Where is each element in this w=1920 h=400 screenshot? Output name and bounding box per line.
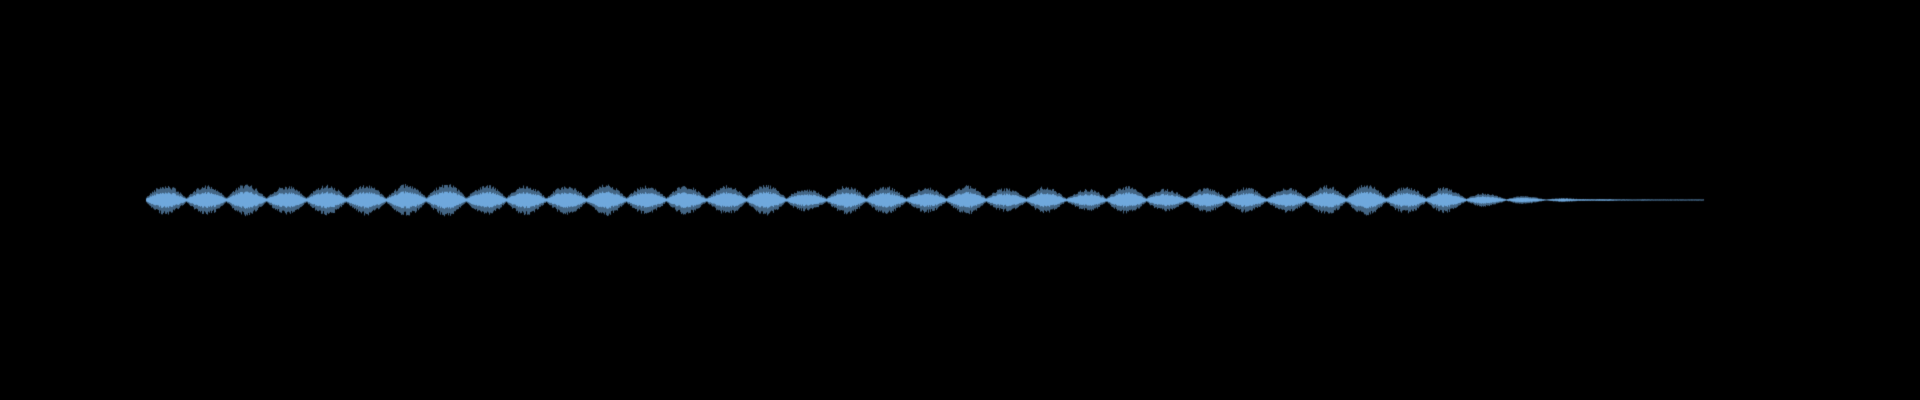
waveform-viewer bbox=[0, 0, 1920, 400]
audio-waveform[interactable] bbox=[0, 0, 1920, 400]
screen: { "app": { "background_color": "#000000"… bbox=[0, 0, 1920, 400]
